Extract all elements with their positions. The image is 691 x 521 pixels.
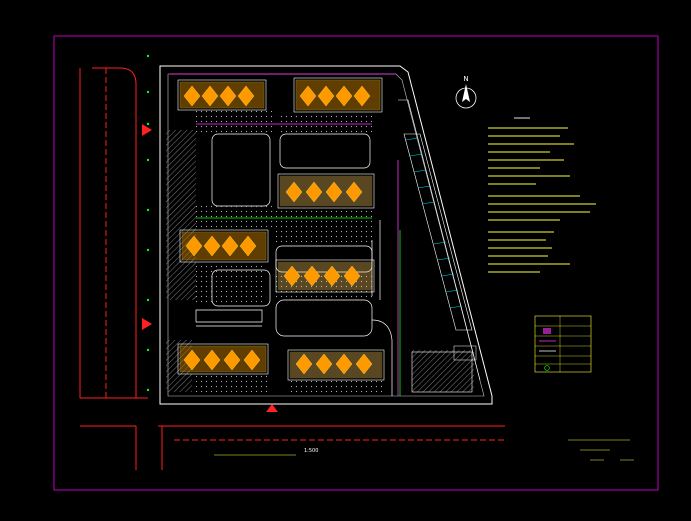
building-c <box>279 175 373 207</box>
east-parking <box>398 99 481 381</box>
west-road <box>79 67 148 399</box>
building-blocks <box>179 79 383 379</box>
west-markers <box>146 54 150 392</box>
building-a <box>179 81 265 109</box>
design-notes <box>488 127 596 273</box>
building-g <box>289 351 383 379</box>
north-compass: N <box>455 75 477 109</box>
southeast-building <box>411 345 477 393</box>
building-d <box>181 231 267 261</box>
building-e <box>277 261 373 291</box>
compass-label: N <box>463 75 468 83</box>
building-b <box>295 79 381 111</box>
entrance-arrow-west-1 <box>142 124 152 136</box>
entrance-arrows <box>142 124 278 412</box>
title-block: 1:500 <box>214 439 634 461</box>
legend-symbols <box>539 328 556 371</box>
landscape-hatch <box>166 110 474 394</box>
east-parking-stalls <box>405 137 463 309</box>
south-road <box>80 425 505 470</box>
entrance-arrow-south <box>266 404 278 412</box>
building-f <box>179 345 267 373</box>
drawing-frame <box>53 35 659 491</box>
site-boundary <box>159 65 493 405</box>
drawing-scale: 1:500 <box>304 448 318 454</box>
legend-table <box>534 315 592 373</box>
entrance-arrow-west-2 <box>142 318 152 330</box>
building-outlines <box>177 77 385 381</box>
utility-lines <box>170 73 401 396</box>
